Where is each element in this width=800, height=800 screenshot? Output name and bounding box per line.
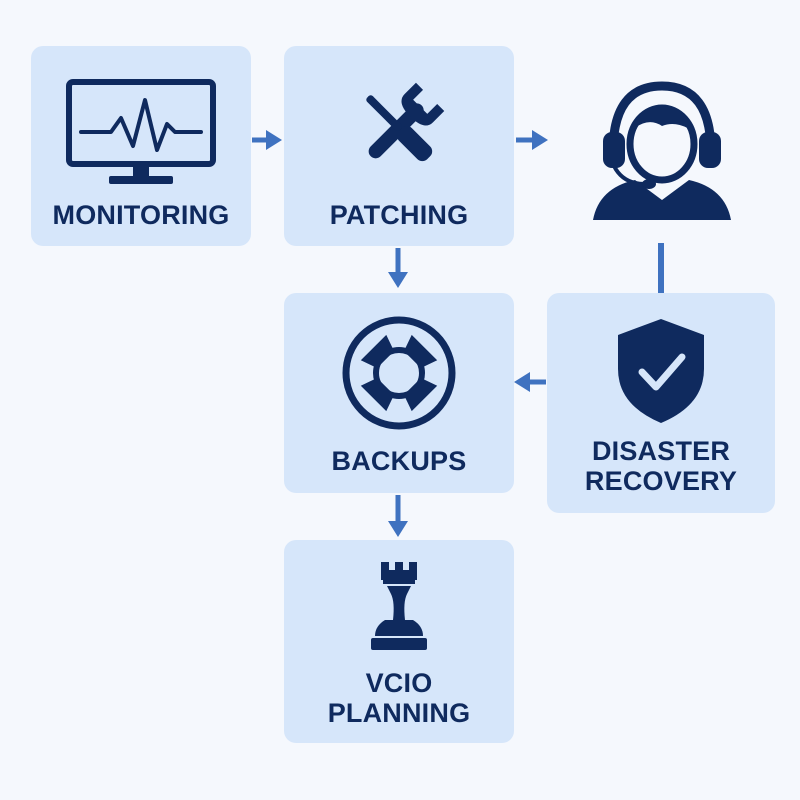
node-monitoring: MONITORING: [31, 46, 251, 246]
node-label-monitoring: MONITORING: [52, 200, 230, 230]
lifebuoy-icon: [342, 316, 456, 430]
shield-check-icon: [618, 319, 704, 423]
chess-rook-icon: [371, 562, 427, 650]
arrow-disaster-recovery-to-backups: [514, 372, 546, 392]
node-patching: PATCHING: [284, 46, 514, 246]
node-label-disaster-line1: DISASTER: [591, 436, 731, 466]
node-label-patching: PATCHING: [329, 200, 469, 230]
node-label-vcio-line2: PLANNING: [327, 698, 471, 728]
node-label-backups: BACKUPS: [331, 446, 467, 476]
wrench-screwdriver-icon: [366, 82, 445, 162]
node-backups: BACKUPS: [284, 293, 514, 493]
arrow-patching-to-helpdesk: [516, 130, 548, 150]
arrow-patching-to-backups: [388, 248, 408, 288]
node-vcio-planning: VCIO PLANNING: [284, 540, 514, 743]
arrow-backups-to-vcio-planning: [388, 495, 408, 537]
headset-agent-icon: [593, 81, 731, 220]
arrow-monitoring-to-patching: [252, 130, 282, 150]
node-label-disaster-line2: RECOVERY: [584, 466, 738, 496]
monitor-heartbeat-icon: [66, 79, 216, 184]
node-disaster-recovery: DISASTER RECOVERY: [547, 293, 775, 513]
node-label-vcio-line1: VCIO: [365, 668, 433, 698]
connector-helpdesk-to-disaster-recovery: [658, 243, 664, 293]
